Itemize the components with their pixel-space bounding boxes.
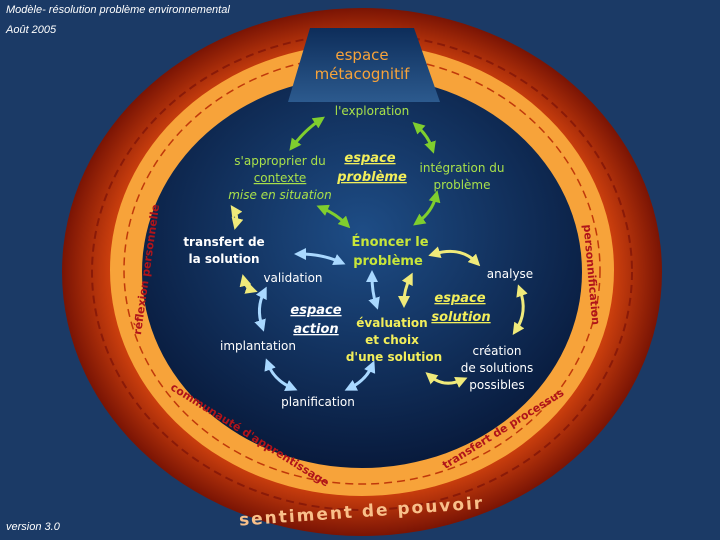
meta-label-2: métacognitif (315, 65, 411, 83)
arrow-creation-evaluation (425, 372, 468, 388)
center-area (142, 76, 582, 468)
model-date: Août 2005 (6, 24, 57, 36)
arrow-approprier-transfert (230, 205, 244, 230)
version-label: version 3.0 (6, 521, 60, 533)
label-evaluation-1: évaluation (356, 316, 427, 330)
label-enoncer-2: problème (353, 254, 423, 269)
problem-space-title-1: espace (344, 151, 395, 166)
arrow-approprier-enoncer (316, 204, 351, 229)
label-enoncer-1: Énoncer le (351, 234, 428, 250)
label-transfert-2: la solution (188, 252, 259, 266)
label-integration-1: intégration du (420, 161, 505, 175)
label-validation: validation (263, 271, 322, 285)
label-approprier-2: contexte (254, 171, 307, 185)
label-exploration: l'exploration (335, 104, 409, 118)
label-creation-3: possibles (469, 378, 524, 392)
arrow-transfert-validation (239, 274, 258, 294)
model-title: Modèle- résolution problème environnemen… (6, 4, 230, 16)
arrow-analyse-creation (512, 284, 528, 335)
arrow-enoncer-evaluation (366, 270, 380, 310)
meta-label-1: espace (335, 46, 388, 64)
label-approprier-1: s'approprier du (234, 154, 325, 168)
label-creation-2: de solutions (461, 361, 534, 375)
arrow-exploration-integration (412, 121, 436, 154)
label-analyse: analyse (487, 267, 533, 281)
arrow-evaluation-enoncer (398, 272, 413, 308)
label-evaluation-2: et choix (365, 333, 419, 347)
label-creation-1: création (473, 344, 522, 358)
arrow-enoncer-validation (294, 248, 346, 266)
inner-ring-dash (123, 55, 601, 485)
arrow-enoncer-analyse (428, 246, 481, 267)
solution-space-title-2: solution (431, 310, 490, 325)
solution-space-title-1: espace (434, 291, 485, 306)
arrow-implantation-planification (264, 358, 298, 392)
label-implantation: implantation (220, 339, 296, 353)
arrow-integration-enoncer (413, 190, 441, 226)
action-space-title-1: espace (290, 303, 341, 318)
metacognitive-wedge (288, 28, 440, 102)
arrow-validation-implantation (254, 286, 267, 332)
label-transfert-1: transfert de (183, 235, 264, 249)
action-space-title-2: action (293, 322, 338, 337)
label-planification: planification (281, 395, 355, 409)
arrow-planification-evaluation (344, 360, 376, 391)
label-approprier-3: mise en situation (228, 188, 332, 202)
label-integration-2: problème (433, 178, 490, 192)
problem-space-title-2: problème (336, 170, 407, 185)
arrow-approprier-exploration (289, 116, 325, 151)
label-evaluation-3: d'une solution (346, 350, 442, 364)
